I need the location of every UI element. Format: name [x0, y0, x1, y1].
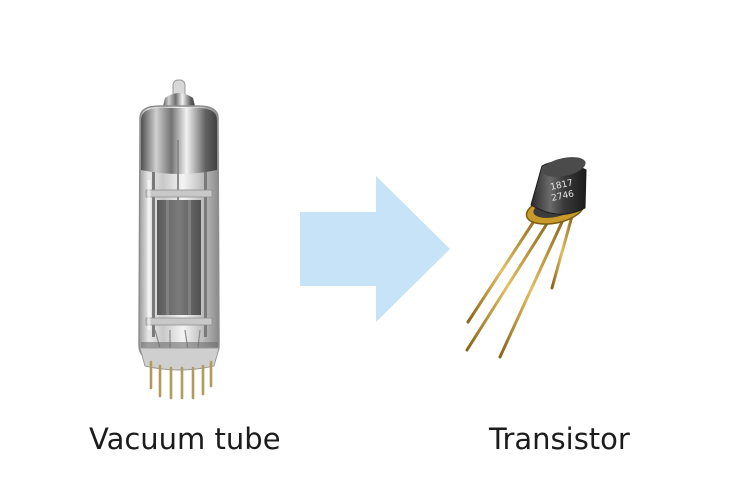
- vacuum-tube-label: Vacuum tube: [89, 422, 281, 456]
- transistor-label: Transistor: [489, 422, 630, 456]
- vacuum-tube-image: [138, 79, 220, 400]
- transistor-image: 1817 2746: [465, 157, 587, 359]
- tube-pins: [149, 360, 213, 400]
- right-arrow-icon: [300, 176, 450, 322]
- svg-text:2746: 2746: [551, 189, 576, 204]
- svg-text:1817: 1817: [550, 178, 574, 193]
- transistor-leads: [465, 214, 574, 359]
